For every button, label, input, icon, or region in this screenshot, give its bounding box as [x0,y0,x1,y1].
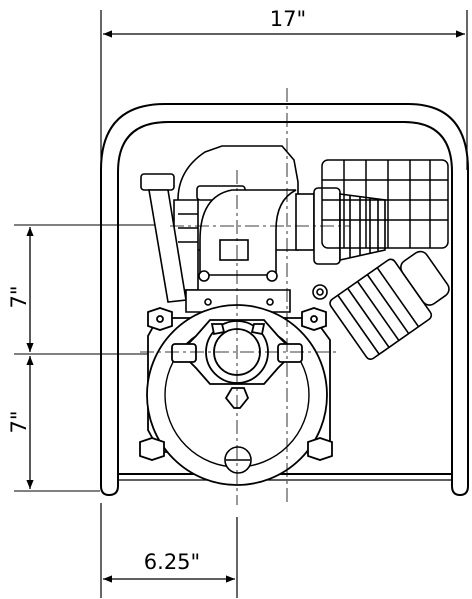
offset-width-label: 6.25" [144,550,200,574]
drain-plug [224,446,252,474]
engine-body [173,145,299,291]
casing-bolt-bottom-left [139,437,165,461]
air-filter [312,250,450,360]
center-lines [140,88,350,505]
engine-label-plate [219,239,249,261]
inlet-bolt-top-right [250,323,266,336]
mount-plate [185,270,291,313]
exhaust-pipe [140,173,187,303]
roll-frame [100,103,469,497]
inlet-clamp-right [277,343,303,363]
engine-guard-grill [321,159,449,249]
inlet-bolt-top-left [210,323,226,336]
casing-bolt-bottom-right [307,437,333,461]
offset-width-dimension: 6.25" [100,503,238,598]
discharge-flange [295,193,315,251]
height-dimensions: 7" 7" [7,224,238,492]
upper-height-label: 7" [7,285,31,308]
lower-height-label: 7" [7,410,31,433]
overall-width-dimension: 17" [100,7,468,170]
overall-width-label: 17" [270,7,306,31]
inlet-clamp-left [171,343,197,363]
